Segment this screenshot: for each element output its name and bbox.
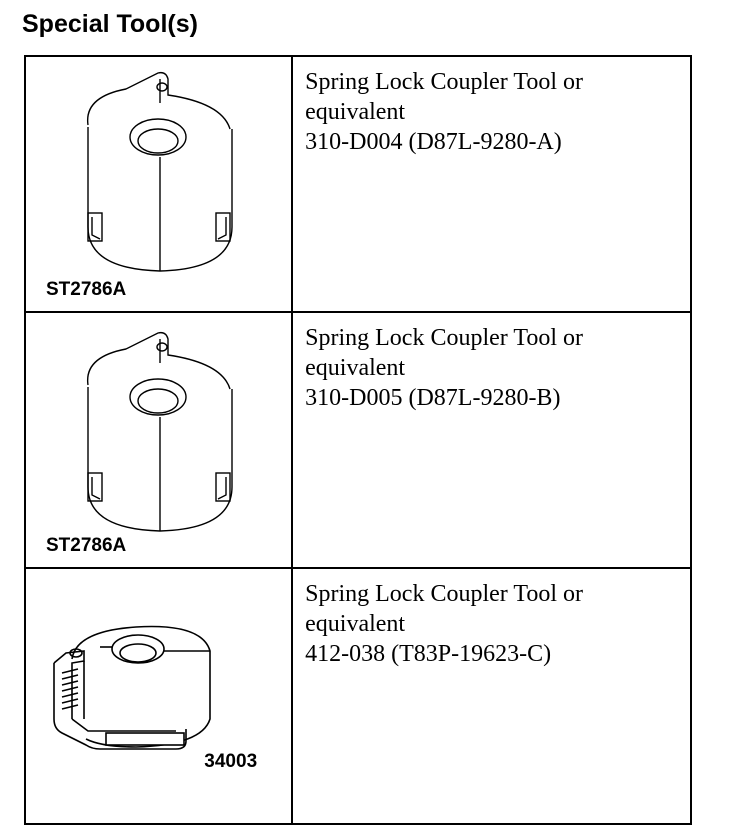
- spring-lock-coupler-tool-icon: [86, 331, 233, 532]
- table-row: ST2786A Spring Lock Coupler Tool or equi…: [23, 55, 692, 313]
- tool-description-cell: Spring Lock Coupler Tool or equivalent 4…: [291, 567, 692, 825]
- tool-description-cell: Spring Lock Coupler Tool or equivalent 3…: [291, 55, 692, 313]
- tool-image-cell: ST2786A: [23, 311, 294, 569]
- tool-image-cell: 34003: [23, 567, 294, 825]
- tool-number: 310-D005 (D87L-9280-B): [305, 385, 561, 411]
- table-row: 34003 Spring Lock Coupler Tool or equiva…: [23, 567, 692, 825]
- tool-image-cell: ST2786A: [23, 55, 294, 313]
- tool-number: 412-038 (T83P-19623-C): [305, 641, 552, 667]
- tool-name: Spring Lock Coupler Tool or: [305, 325, 583, 351]
- tool-equivalent: equivalent: [305, 611, 406, 637]
- page-title: Special Tool(s): [22, 10, 198, 38]
- image-code: 34003: [204, 751, 258, 772]
- image-code: ST2786A: [46, 535, 127, 556]
- spring-lock-coupler-tool-with-spring-icon: [53, 625, 211, 750]
- tool-description-cell: Spring Lock Coupler Tool or equivalent 3…: [291, 311, 692, 569]
- tool-name: Spring Lock Coupler Tool or: [305, 69, 583, 95]
- image-code: ST2786A: [46, 279, 127, 300]
- tool-name: Spring Lock Coupler Tool or: [305, 581, 583, 607]
- tool-number: 310-D004 (D87L-9280-A): [305, 129, 562, 155]
- special-tools-table: ST2786A Spring Lock Coupler Tool or equi…: [23, 55, 692, 825]
- spring-lock-coupler-tool-icon: [86, 71, 233, 272]
- tool-equivalent: equivalent: [305, 99, 406, 125]
- table-row: ST2786A Spring Lock Coupler Tool or equi…: [23, 311, 692, 569]
- tool-equivalent: equivalent: [305, 355, 406, 381]
